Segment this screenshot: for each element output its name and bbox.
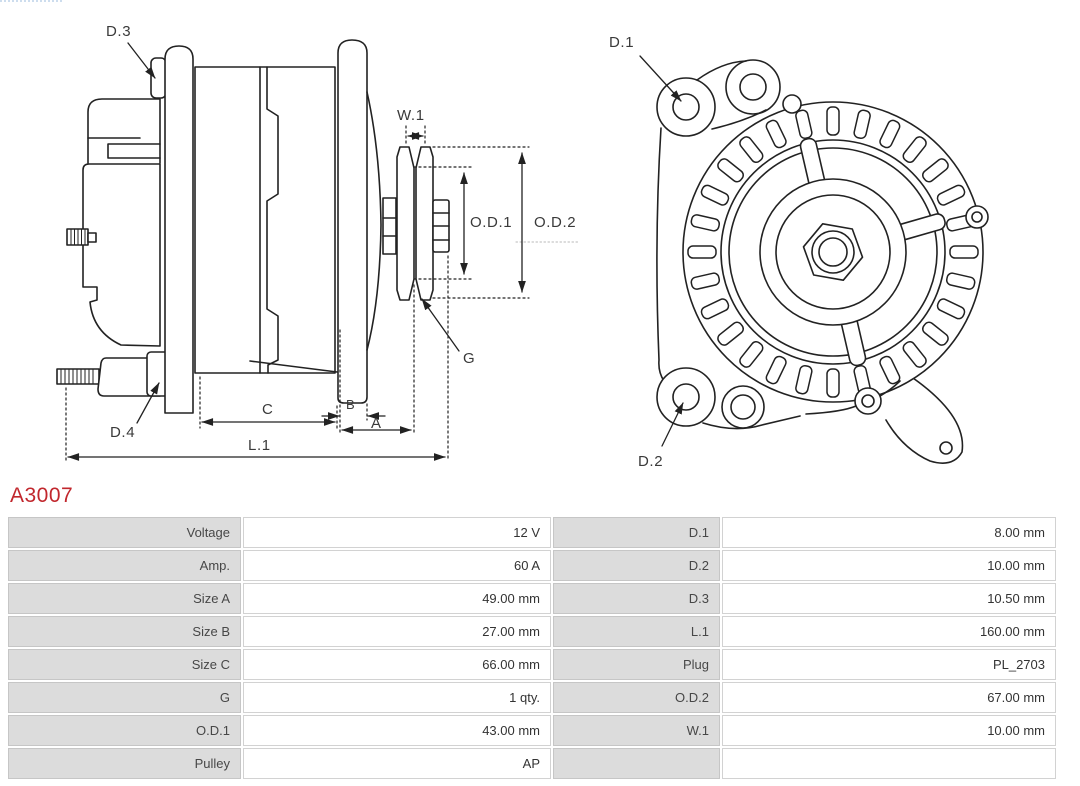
- boss-bottom-right: [854, 387, 882, 415]
- spec-label-cell: G: [8, 682, 241, 713]
- spec-label-cell: Pulley: [8, 748, 241, 779]
- spec-value-cell: 67.00 mm: [722, 682, 1056, 713]
- spec-value-cell: AP: [243, 748, 551, 779]
- rear-flange: [164, 45, 194, 414]
- ear-right: [965, 205, 989, 229]
- label-b: B: [346, 397, 355, 412]
- spec-value-cell: 12 V: [243, 517, 551, 548]
- dimension-arrows: [67, 42, 526, 461]
- rear-housing: [56, 57, 170, 397]
- label-d3: D.3: [106, 23, 131, 40]
- mount-ear-top: [725, 59, 781, 115]
- leader-d3: [127, 42, 156, 79]
- spec-value-cell: 10.00 mm: [722, 715, 1056, 746]
- leader-d4: [136, 382, 160, 424]
- terminal-stud-upper: [66, 228, 97, 246]
- spec-value-cell: 49.00 mm: [243, 583, 551, 614]
- mount-hole-top: [739, 73, 767, 101]
- spec-value-cell: 160.00 mm: [722, 616, 1056, 647]
- spec-label-cell: Size B: [8, 616, 241, 647]
- alternator-drawing: D.3 W.1 O.D.1 O.D.2 G D.4 C B A L.1: [56, 23, 989, 470]
- hole-d1: [672, 93, 700, 121]
- spec-label-cell: O.D.1: [8, 715, 241, 746]
- label-w1: W.1: [397, 107, 425, 124]
- hole-d2: [672, 383, 700, 411]
- rear-bulge: [885, 367, 964, 464]
- spec-label-cell: W.1: [553, 715, 720, 746]
- label-d4: D.4: [110, 424, 135, 441]
- d3-boss: [150, 57, 167, 99]
- spec-label-cell: L.1: [553, 616, 720, 647]
- spec-value-cell: 43.00 mm: [243, 715, 551, 746]
- mount-ear-top-left: [656, 77, 716, 137]
- spec-value-cell: [722, 748, 1056, 779]
- spec-table: Voltage 12 V D.1 8.00 mm Amp. 60 A D.2 1…: [8, 517, 1058, 779]
- spec-value-cell: 1 qty.: [243, 682, 551, 713]
- spec-value-cell: 27.00 mm: [243, 616, 551, 647]
- spec-value-cell: 10.50 mm: [722, 583, 1056, 614]
- label-d2: D.2: [638, 453, 663, 470]
- technical-diagram: D.3 W.1 O.D.1 O.D.2 G D.4 C B A L.1: [56, 23, 989, 470]
- logo-remnant: [0, 0, 62, 6]
- leader-d2: [661, 402, 684, 447]
- spec-value-cell: 60 A: [243, 550, 551, 581]
- leader-d1: [639, 55, 682, 102]
- hub: [759, 178, 907, 326]
- spec-label-cell: Size A: [8, 583, 241, 614]
- spec-value-cell: 66.00 mm: [243, 649, 551, 680]
- part-number-heading: A3007: [10, 484, 74, 507]
- label-a: A: [371, 415, 382, 432]
- label-od1: O.D.1: [470, 214, 512, 231]
- spec-value-cell: PL_2703: [722, 649, 1056, 680]
- spec-value-cell: 8.00 mm: [722, 517, 1056, 548]
- label-g: G: [463, 350, 475, 367]
- front-view: D.1 D.2: [609, 34, 989, 470]
- spec-label-cell: D.3: [553, 583, 720, 614]
- leader-g: [421, 298, 460, 352]
- spec-label-cell: Size C: [8, 649, 241, 680]
- label-d1: D.1: [609, 34, 634, 51]
- spec-label-cell: Voltage: [8, 517, 241, 548]
- label-c: C: [262, 401, 273, 418]
- terminal-stud-lower: [56, 357, 161, 397]
- side-view: D.3 W.1 O.D.1 O.D.2 G D.4 C B A L.1: [56, 23, 581, 461]
- mount-ear-bottom: [721, 385, 765, 429]
- label-od2: O.D.2: [534, 214, 576, 231]
- spec-label-cell: Amp.: [8, 550, 241, 581]
- spec-label-cell: [553, 748, 720, 779]
- spec-label-cell: D.2: [553, 550, 720, 581]
- shaft: [382, 197, 397, 255]
- construction-lines: [65, 125, 530, 461]
- front-bracket: [337, 39, 397, 404]
- mount-hole-small: [782, 94, 802, 114]
- front-leaders: [639, 55, 684, 447]
- spec-label-cell: Plug: [553, 649, 720, 680]
- mount-hole-bottom: [730, 394, 756, 420]
- label-l1: L.1: [248, 437, 271, 454]
- shaft-nut: [432, 199, 450, 253]
- pulley: [396, 146, 450, 301]
- stator-body: [194, 66, 338, 374]
- spec-label-cell: O.D.2: [553, 682, 720, 713]
- mount-ear-bottom-left: [656, 367, 716, 427]
- spec-value-cell: 10.00 mm: [722, 550, 1056, 581]
- spec-label-cell: D.1: [553, 517, 720, 548]
